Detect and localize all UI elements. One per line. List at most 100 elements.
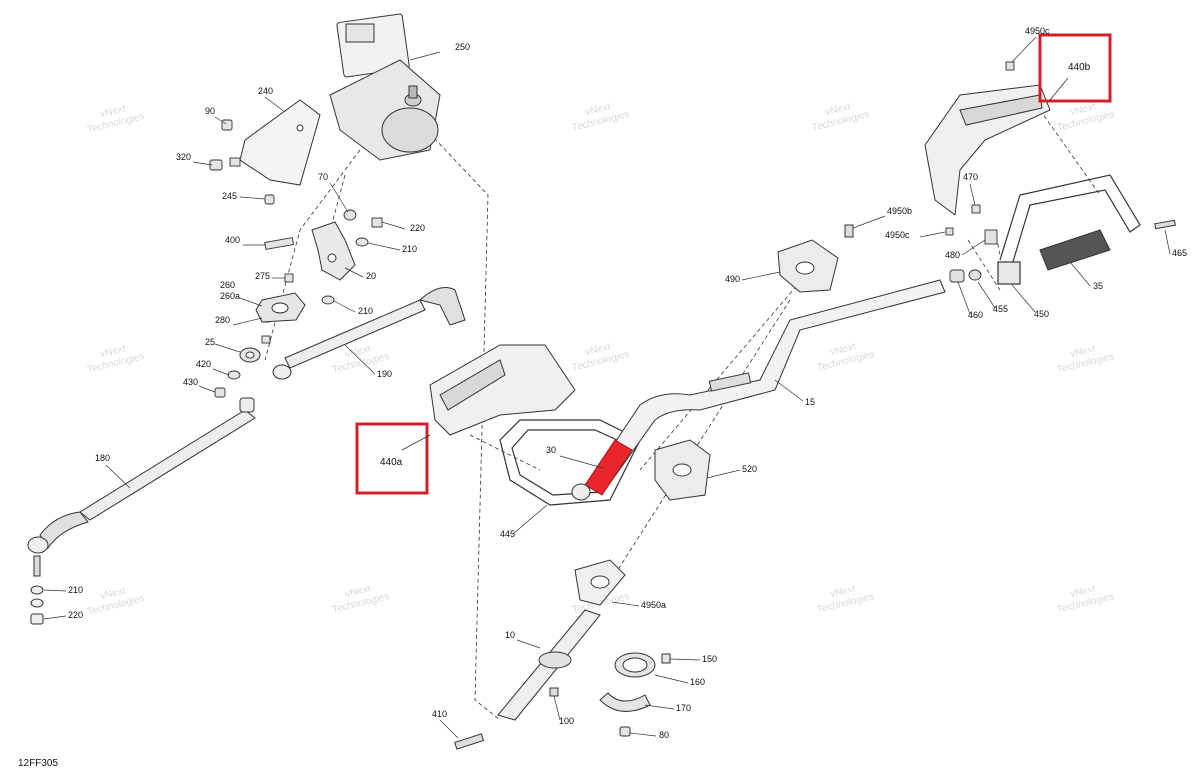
fasteners-left [209,119,383,398]
leader-line-430 [198,385,216,393]
part-label-35[interactable]: 35 [1093,281,1103,291]
part-label-490[interactable]: 490 [725,274,740,284]
leader-line-100 [553,695,561,721]
part-label-280[interactable]: 280 [215,315,230,325]
part-label-250[interactable]: 250 [455,42,470,52]
clamp-490 [777,224,854,293]
leader-line-245 [239,196,266,200]
leader-line-15 [774,379,804,402]
highlight-box-440a[interactable]: 440a [355,422,431,495]
grip-30-fill [584,439,633,496]
leader-line-70 [329,182,349,213]
part-label-4950b[interactable]: 4950b [887,206,912,216]
guard-bracket-450 [997,174,1141,285]
leader-line-250 [409,51,441,61]
part-label-210[interactable]: 210 [402,244,417,254]
part-label-20[interactable]: 20 [366,271,376,281]
highlight-rect-440a [355,422,429,495]
leader-line-170 [644,704,675,710]
part-label-470[interactable]: 470 [963,172,978,182]
part-label-10[interactable]: 10 [505,630,515,640]
leader-line-10 [516,639,541,649]
part-label-25[interactable]: 25 [205,337,215,347]
part-label-450[interactable]: 450 [1034,309,1049,319]
part-label-170[interactable]: 170 [676,703,691,713]
leader-line-260a [239,297,263,307]
leader-line-445 [512,504,548,535]
part-label-245[interactable]: 245 [222,191,237,201]
highlight-label-440b: 440b [1068,62,1091,73]
leader-line-210 [43,589,67,592]
leader-line-240 [264,96,286,113]
grip-30-highlighted [571,439,633,501]
part-label-520[interactable]: 520 [742,464,757,474]
part-label-80[interactable]: 80 [659,730,669,740]
highlight-box-440b[interactable]: 440b [1038,33,1112,103]
leader-line-25 [214,343,241,353]
leader-line-520 [706,469,741,479]
part-label-70[interactable]: 70 [318,172,328,182]
leader-line-4950c [919,231,946,238]
part-label-160[interactable]: 160 [690,677,705,687]
fasteners-right [945,61,1015,283]
leader-lines [43,36,1171,739]
handguard-440b [924,84,1051,216]
handlebar-15 [589,279,946,491]
part-label-210[interactable]: 210 [68,585,83,595]
part-label-260[interactable]: 260 [220,280,235,290]
steering-column-10 [454,559,626,750]
part-label-320[interactable]: 320 [176,152,191,162]
part-label-190[interactable]: 190 [377,369,392,379]
leader-line-150 [669,658,701,661]
leader-line-460 [957,281,971,315]
leader-line-420 [212,368,230,376]
leader-line-320 [192,161,213,166]
part-label-240[interactable]: 240 [258,86,273,96]
part-label-410[interactable]: 410 [432,709,447,719]
part-label-460[interactable]: 460 [968,310,983,320]
part-label-220[interactable]: 220 [410,223,425,233]
part-label-210[interactable]: 210 [358,306,373,316]
grip-35 [1039,219,1176,271]
part-label-445[interactable]: 445 [500,529,515,539]
part-label-90[interactable]: 90 [205,106,215,116]
leader-line-410 [439,719,459,739]
part-label-4950a[interactable]: 4950a [641,600,666,610]
part-label-480[interactable]: 480 [945,250,960,260]
part-label-455[interactable]: 455 [993,304,1008,314]
part-label-430[interactable]: 430 [183,377,198,387]
leader-line-210 [333,300,356,313]
handguard-440a [429,344,576,436]
leader-line-20 [344,267,364,278]
power-steering-unit [329,13,441,161]
part-label-275[interactable]: 275 [255,271,270,281]
part-label-220[interactable]: 220 [68,610,83,620]
part-label-4950c[interactable]: 4950c [885,230,910,240]
leader-line-90 [214,116,227,125]
leader-line-480 [961,239,986,256]
leader-line-490 [741,271,781,281]
part-label-180[interactable]: 180 [95,453,110,463]
highlight-rect-440b [1038,33,1112,103]
part-label-260a[interactable]: 260a [220,291,240,301]
part-label-100[interactable]: 100 [559,716,574,726]
leader-line-4950c [1011,36,1037,63]
part-label-30[interactable]: 30 [546,445,556,455]
part-label-465[interactable]: 465 [1172,248,1187,258]
part-label-150[interactable]: 150 [702,654,717,664]
part-label-400[interactable]: 400 [225,235,240,245]
assembly-lines [264,109,1101,721]
part-label-15[interactable]: 15 [805,397,815,407]
leader-line-30 [559,455,604,469]
part-label-4950c[interactable]: 4950c [1025,26,1050,36]
part-label-420[interactable]: 420 [196,359,211,369]
